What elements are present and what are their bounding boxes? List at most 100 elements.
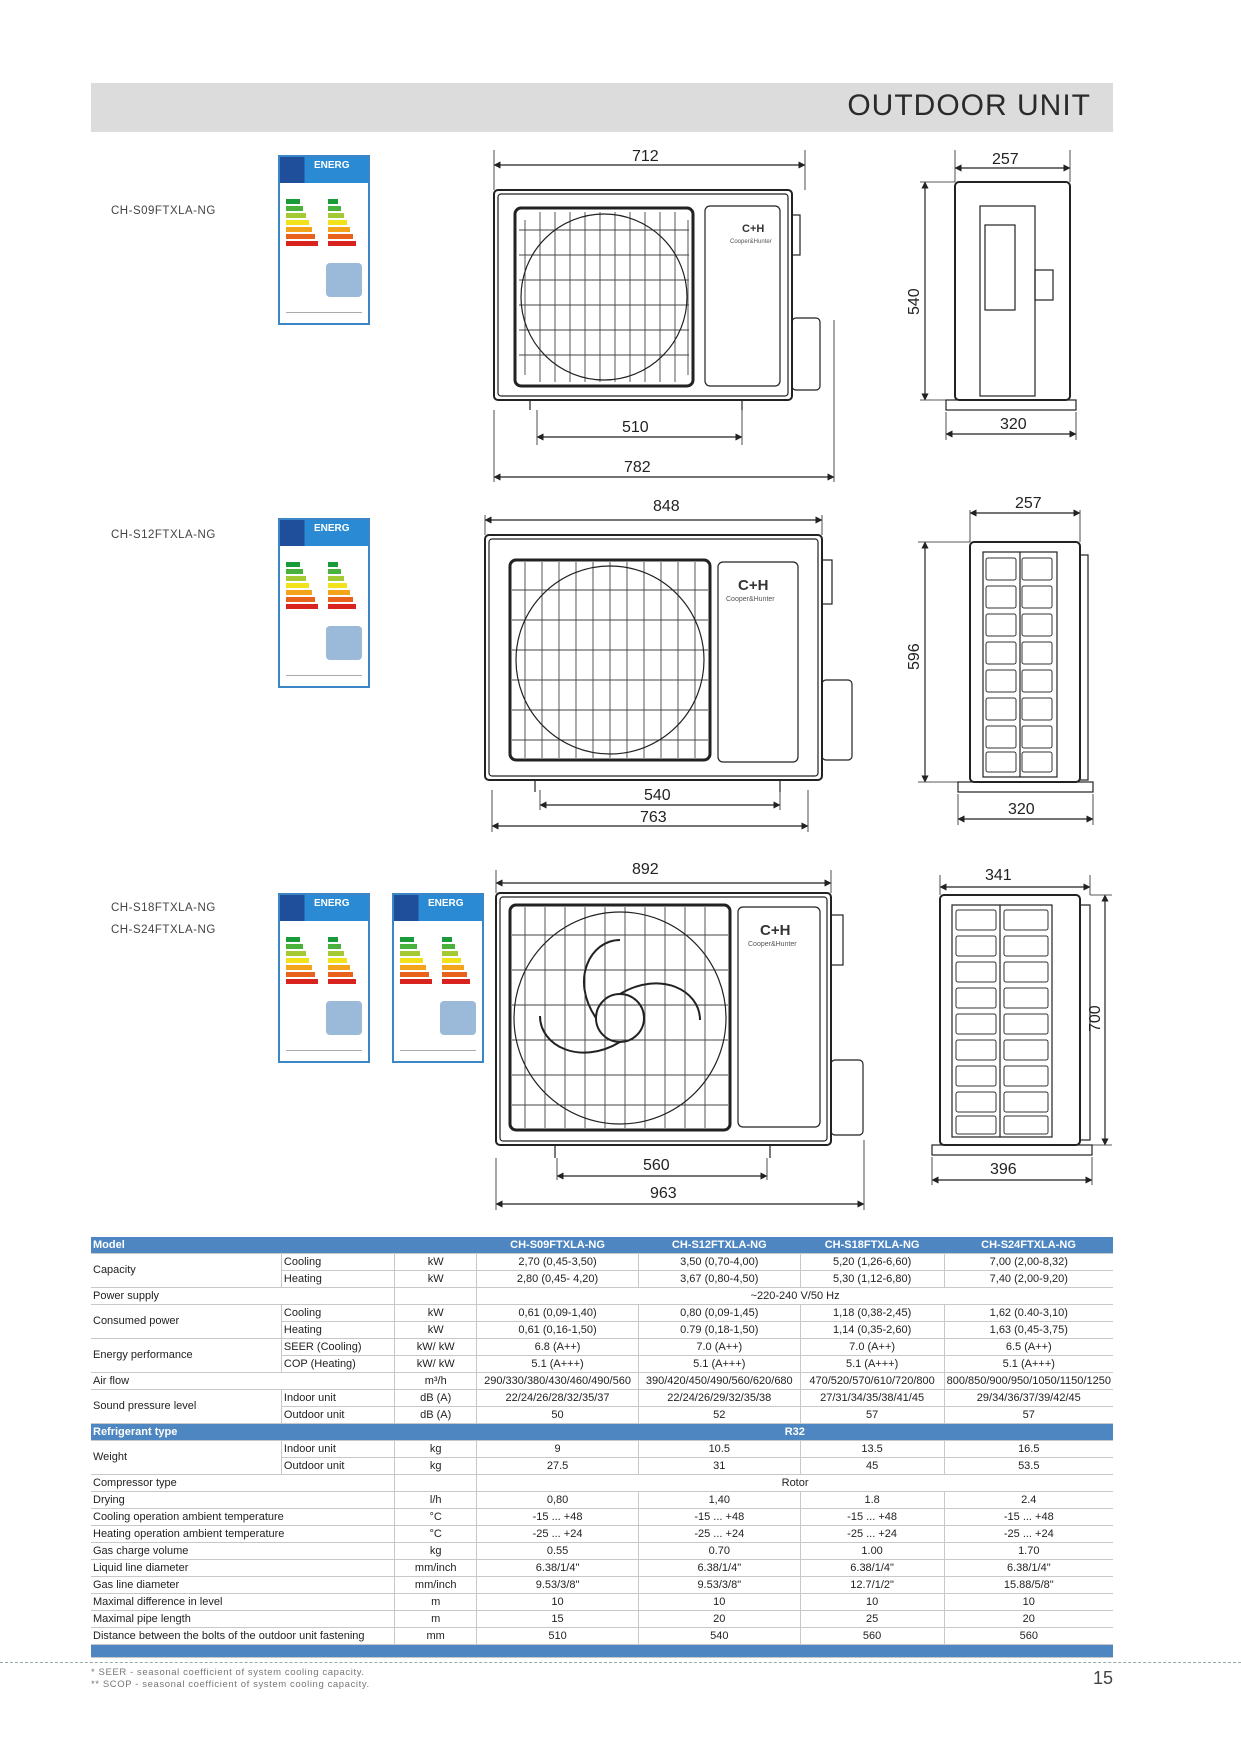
table-cell: 10 (476, 1593, 639, 1611)
table-cell: 10 (637, 1593, 801, 1611)
model-header-cell: CH-S12FTXLA-NG (638, 1237, 801, 1254)
table-cell: 6.8 (A++) (476, 1338, 639, 1356)
row-unit: kg (394, 1457, 477, 1475)
footnotes: * SEER - seasonal coefficient of system … (91, 1667, 370, 1691)
table-cell: 27/31/34/35/38/41/45 (799, 1389, 945, 1407)
table-cell: 5,20 (1,26-6,60) (799, 1253, 945, 1271)
table-cell: 2.4 (943, 1491, 1113, 1509)
table-cell: 52 (637, 1406, 801, 1424)
row-label: Cooling operation ambient temperature (91, 1508, 395, 1526)
row-label: Power supply (91, 1287, 395, 1305)
dim-side-base: 320 (1000, 416, 1027, 433)
table-cell: 0,61 (0,16-1,50) (476, 1321, 639, 1339)
row-label: Weight (91, 1440, 282, 1475)
table-cell: 9.53/3/8" (637, 1576, 801, 1594)
table-cell: 510 (476, 1627, 639, 1645)
table-cell: 7.0 (A++) (637, 1338, 801, 1356)
row-unit: kg (394, 1440, 477, 1458)
model-label: CH-S09FTXLA-NG (111, 205, 216, 217)
row-label: Consumed power (91, 1304, 282, 1339)
table-cell: 5.1 (A+++) (943, 1355, 1113, 1373)
dim-feet-distance: 510 (622, 419, 649, 436)
energy-label-title: ENERG (394, 895, 482, 921)
row-unit (394, 1474, 477, 1492)
table-cell: 31 (637, 1457, 801, 1475)
table-cell: 1,63 (0,45-3,75) (943, 1321, 1113, 1339)
row-unit: m (394, 1610, 477, 1628)
table-cell: 13.5 (799, 1440, 945, 1458)
brand-logo-mark: C+H (742, 223, 764, 235)
table-cell: 22/24/26/28/32/35/37 (476, 1389, 639, 1407)
row-sublabel: Cooling (280, 1253, 395, 1271)
table-cell: 560 (943, 1627, 1113, 1645)
table-cell: 540 (637, 1627, 801, 1645)
row-unit: m³/h (394, 1372, 477, 1390)
table-cell: Rotor (476, 1474, 1113, 1492)
table-cell: 290/330/380/430/460/490/560 (476, 1372, 639, 1390)
dim-width: 712 (632, 148, 659, 165)
dim-side-base: 396 (990, 1161, 1017, 1178)
model-header-cell: CH-S09FTXLA-NG (476, 1237, 639, 1254)
table-cell: 5.1 (A+++) (476, 1355, 639, 1373)
table-cell: 16.5 (943, 1440, 1113, 1458)
table-cell: 22/24/26/29/32/35/38 (637, 1389, 801, 1407)
table-cell: -25 ... +24 (799, 1525, 945, 1543)
energy-label-title: ENERG (280, 520, 368, 546)
row-label: Energy performance (91, 1338, 282, 1373)
row-label: Heating operation ambient temperature (91, 1525, 395, 1543)
energy-label: ENERG (278, 518, 370, 688)
dim-depth: 257 (1015, 495, 1042, 512)
table-cell: 10 (943, 1593, 1113, 1611)
table-cell: ~220-240 V/50 Hz (476, 1287, 1113, 1305)
dim-feet-distance: 540 (644, 787, 671, 804)
row-label: Compressor type (91, 1474, 395, 1492)
europe-map-icon (440, 1001, 476, 1035)
divider (0, 1662, 1241, 1663)
table-cell: 53.5 (943, 1457, 1113, 1475)
dim-feet-distance: 560 (643, 1157, 670, 1174)
dim-height: 540 (906, 288, 923, 315)
unit3-side-view (931, 894, 1093, 1156)
brand-logo-mark: C+H (760, 922, 790, 939)
table-row: Power supply ~220-240 V/50 Hz (91, 1287, 1113, 1305)
table-row: Compressor type Rotor (91, 1474, 1113, 1492)
table-cell: 5.1 (A+++) (637, 1355, 801, 1373)
table-cell: 0.70 (637, 1542, 801, 1560)
dim-depth: 341 (985, 867, 1012, 884)
dim-base-width: 763 (640, 809, 667, 826)
table-cell: 0,80 (0,09-1,45) (637, 1304, 801, 1322)
row-label: Air flow (91, 1372, 395, 1390)
row-unit: mm/inch (394, 1576, 477, 1594)
table-cell: 7,00 (2,00-8,32) (943, 1253, 1113, 1271)
row-unit: mm (394, 1627, 477, 1645)
row-unit: m (394, 1593, 477, 1611)
table-cell: 6.38/1/4" (943, 1559, 1113, 1577)
row-unit: kW (394, 1304, 477, 1322)
row-unit: kW/ kW (394, 1338, 477, 1356)
table-cell: 1,40 (637, 1491, 801, 1509)
unit2-front-view (484, 534, 853, 792)
table-cell: 29/34/36/37/39/42/45 (943, 1389, 1113, 1407)
row-label: Liquid line diameter (91, 1559, 395, 1577)
row-unit: dB (A) (394, 1406, 477, 1424)
model-label: CH-S18FTXLA-NG (111, 902, 216, 914)
table-cell: 25 (799, 1610, 945, 1628)
row-unit: kW (394, 1253, 477, 1271)
table-cell: -15 ... +48 (943, 1508, 1113, 1526)
table-row: Heating operation ambient temperature°C-… (91, 1525, 1113, 1543)
row-sublabel: Heating (280, 1321, 395, 1339)
brand-logo-name: Cooper&Hunter (748, 941, 797, 948)
page-title: OUTDOOR UNIT (847, 89, 1091, 122)
unit3-side-grille (955, 909, 1049, 1135)
table-cell: 3,67 (0,80-4,50) (637, 1270, 801, 1288)
